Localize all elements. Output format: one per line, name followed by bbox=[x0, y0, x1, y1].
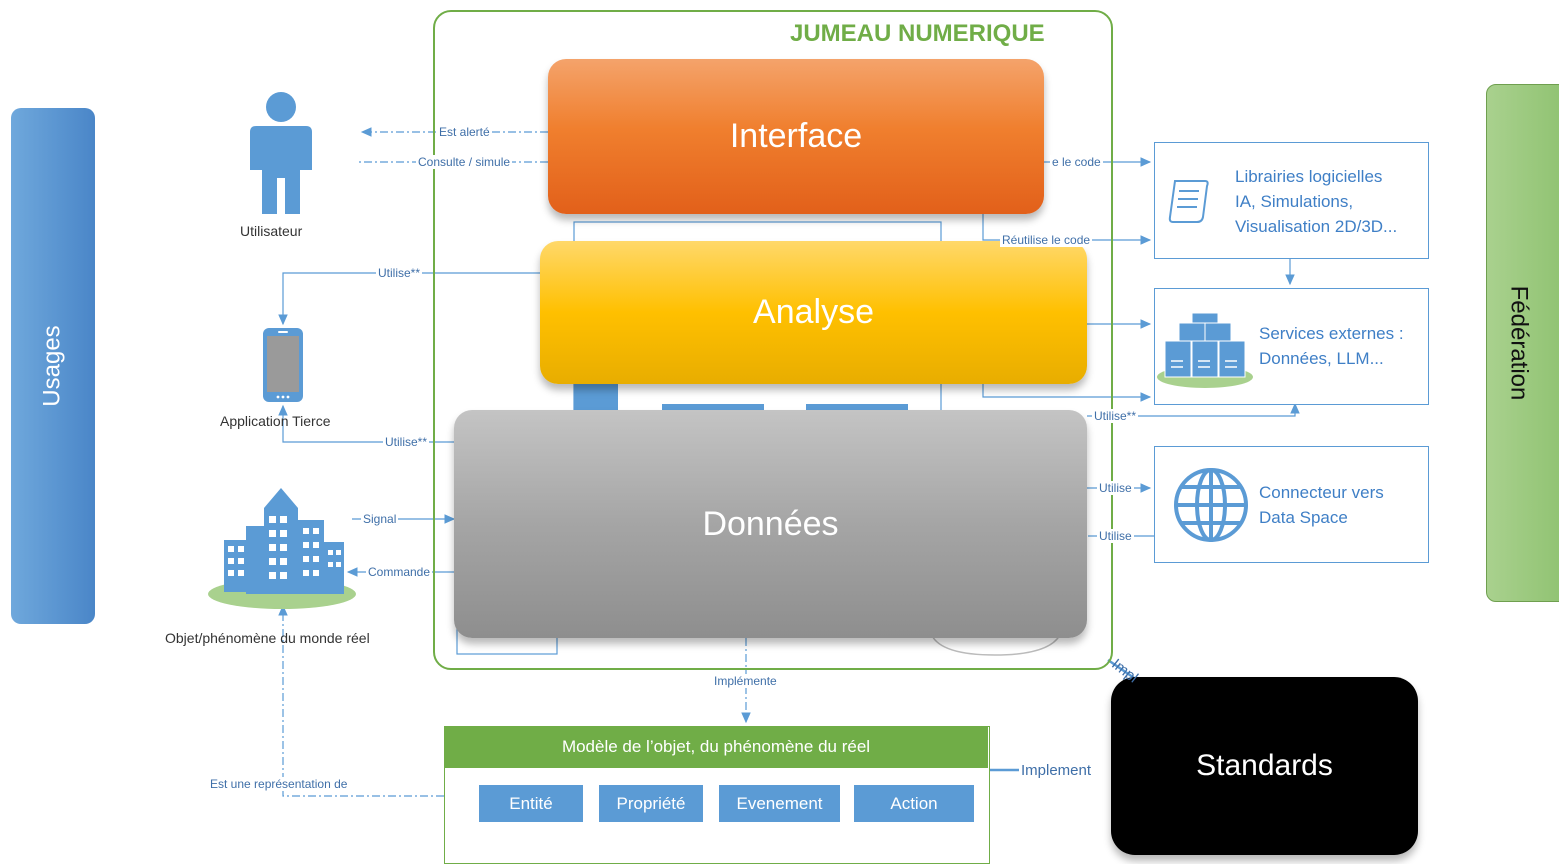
interface-label: Interface bbox=[729, 117, 863, 155]
label-implemente-standards: Implement bbox=[1019, 762, 1094, 779]
smartphone-icon bbox=[263, 328, 303, 402]
services-text: Services externes : Données, LLM... bbox=[1259, 324, 1404, 368]
label-utilise-connector-1: Utilise bbox=[1097, 481, 1134, 495]
services-panel: Services externes : Données, LLM... bbox=[1154, 288, 1429, 405]
label-est-representation: Est une représentation de bbox=[208, 777, 350, 791]
application-caption: Application Tierce bbox=[220, 413, 331, 429]
analyse-label: Analyse bbox=[753, 293, 874, 331]
label-utilise-services: Utilise** bbox=[1092, 409, 1139, 423]
model-item-propriete: Propriété bbox=[599, 785, 703, 822]
libraries-panel: Librairies logicielles IA, Simulations, … bbox=[1154, 142, 1429, 259]
digital-twin-title: JUMEAU NUMERIQUE bbox=[790, 20, 1045, 47]
federation-bar: Fédération bbox=[1486, 84, 1559, 602]
label-est-alerte: Est alerté bbox=[437, 125, 492, 139]
label-consulte: Consulte / simule bbox=[416, 155, 513, 169]
federation-label: Fédération bbox=[1505, 285, 1532, 401]
object-caption: Objet/phénomène du monde réel bbox=[165, 630, 370, 646]
analyse-layer: Analyse bbox=[540, 241, 1087, 384]
label-utilise-app-bottom: Utilise** bbox=[383, 435, 430, 449]
model-title: Modèle de l’objet, du phénomène du réel bbox=[444, 726, 988, 768]
label-reutilise-2: Réutilise le code bbox=[1000, 233, 1093, 247]
connector-panel: Connecteur vers Data Space bbox=[1154, 446, 1429, 563]
standards-layer: Standards bbox=[1111, 677, 1418, 855]
usages-bar: Usages bbox=[11, 108, 95, 624]
model-item-entite: Entité bbox=[479, 785, 583, 822]
label-implemente: Implémente bbox=[712, 674, 779, 688]
standards-label: Standards bbox=[1196, 749, 1333, 782]
servers-icon bbox=[1157, 313, 1253, 388]
user-caption: Utilisateur bbox=[240, 223, 303, 239]
buildings-icon bbox=[208, 488, 356, 609]
label-signal: Signal bbox=[361, 512, 399, 526]
label-utilise-connector-2: Utilise bbox=[1097, 529, 1134, 543]
globe-icon bbox=[1174, 468, 1248, 542]
script-icon bbox=[1168, 180, 1209, 223]
libraries-text: Librairies logicielles IA, Simulations, … bbox=[1235, 167, 1398, 236]
label-reutilise-1: e le code bbox=[1050, 155, 1103, 169]
label-commande: Commande bbox=[366, 565, 433, 579]
label-utilise-app-top: Utilise** bbox=[376, 266, 423, 280]
model-item-action: Action bbox=[854, 785, 974, 822]
interface-layer: Interface bbox=[548, 59, 1044, 214]
model-item-evenement: Evenement bbox=[719, 785, 840, 822]
connector-text: Connecteur vers Data Space bbox=[1259, 483, 1384, 527]
donnees-label: Données bbox=[702, 504, 839, 543]
usages-label: Usages bbox=[39, 325, 66, 407]
donnees-layer: Données bbox=[454, 410, 1087, 638]
user-icon bbox=[250, 92, 312, 214]
digital-twin-frame bbox=[433, 10, 1113, 670]
